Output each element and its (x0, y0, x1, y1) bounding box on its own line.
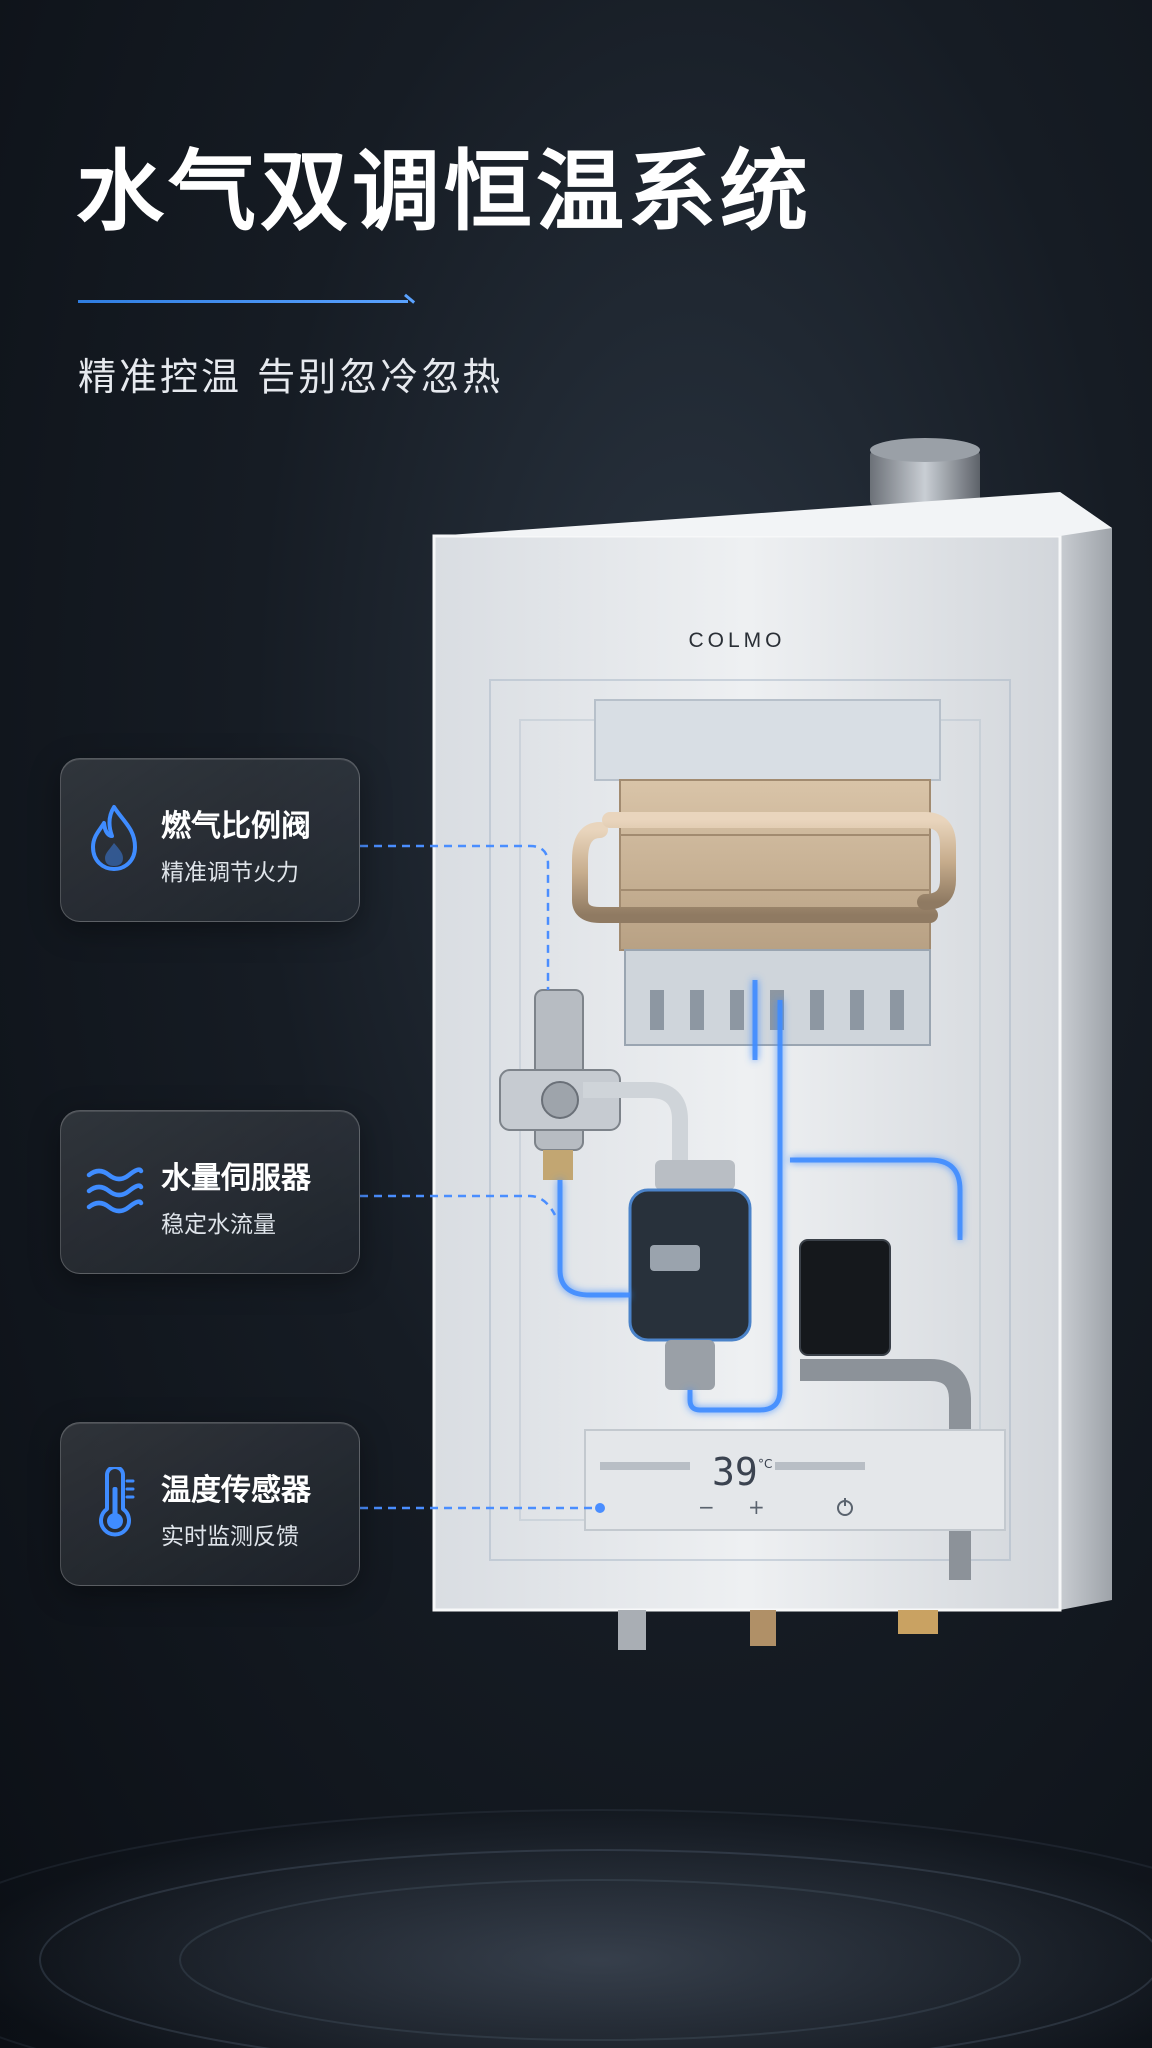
feature-title: 水量伺服器 (161, 1161, 311, 1196)
feature-description: 实时监测反馈 (161, 1524, 299, 1550)
page-title: 水气双调恒温系统 (76, 140, 813, 243)
feature-description: 精准调节火力 (161, 860, 299, 886)
thermometer-icon (99, 1467, 135, 1537)
flame-icon (91, 805, 137, 871)
feature-description: 稳定水流量 (161, 1212, 276, 1238)
title-underline (78, 300, 408, 303)
feature-title: 燃气比例阀 (161, 809, 311, 844)
display-unit: °C (758, 1457, 772, 1471)
feature-card-gas-valve: 燃气比例阀 精准调节火力 (60, 758, 360, 922)
water-waves-icon (86, 1167, 144, 1214)
feature-card-water-servo: 水量伺服器 稳定水流量 (60, 1110, 360, 1274)
page-subtitle: 精准控温 告别忽冷忽热 (78, 355, 504, 399)
feature-card-temp-sensor: 温度传感器 实时监测反馈 (60, 1422, 360, 1586)
feature-title: 温度传感器 (161, 1473, 311, 1508)
display-temperature: 39 (712, 1450, 758, 1494)
svg-text:−: − (698, 1495, 715, 1519)
brand-logo: COLMO (688, 629, 785, 652)
svg-text:+: + (748, 1495, 765, 1519)
